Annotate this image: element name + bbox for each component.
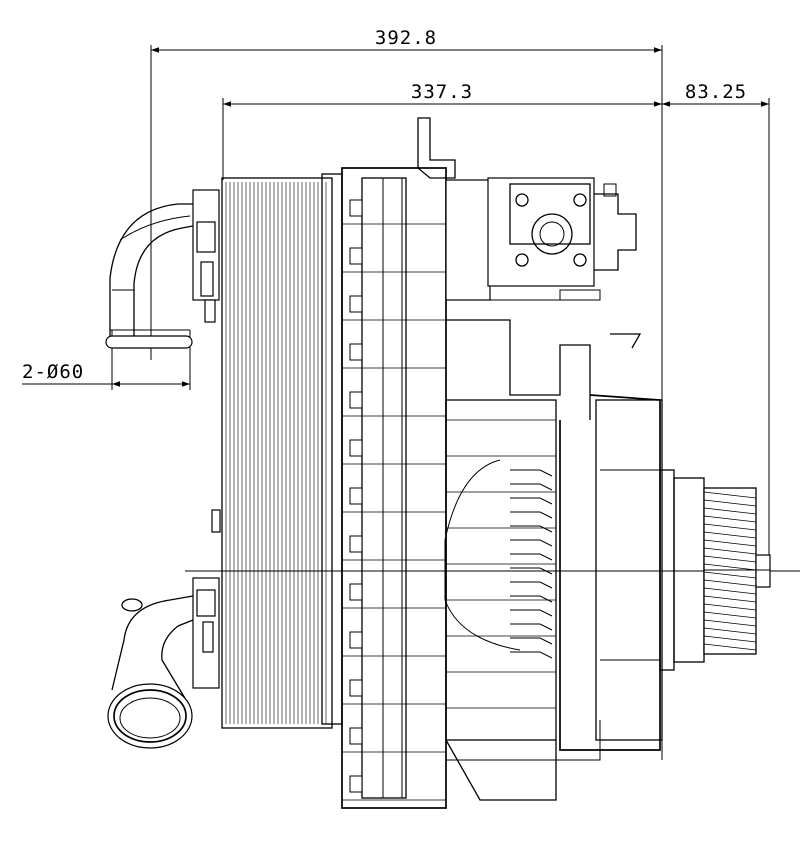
dimension-port-diameter: 2-Ø60 [22, 330, 191, 390]
dimension-label-diameter: 2-Ø60 [22, 361, 84, 383]
drive-gear [659, 469, 771, 671]
main-housing [321, 167, 663, 809]
dimension-body-width: 337.3 [222, 81, 662, 180]
upper-inlet-elbow [105, 189, 220, 349]
dimension-label-overall: 392.8 [375, 27, 437, 49]
dimension-label-body: 337.3 [411, 81, 473, 103]
dimension-label-shaft: 83.25 [685, 81, 747, 103]
pulley [211, 177, 333, 729]
dimension-shaft-extension: 83.25 [662, 81, 770, 560]
control-valve [417, 117, 642, 349]
lower-outlet-elbow [107, 577, 220, 749]
